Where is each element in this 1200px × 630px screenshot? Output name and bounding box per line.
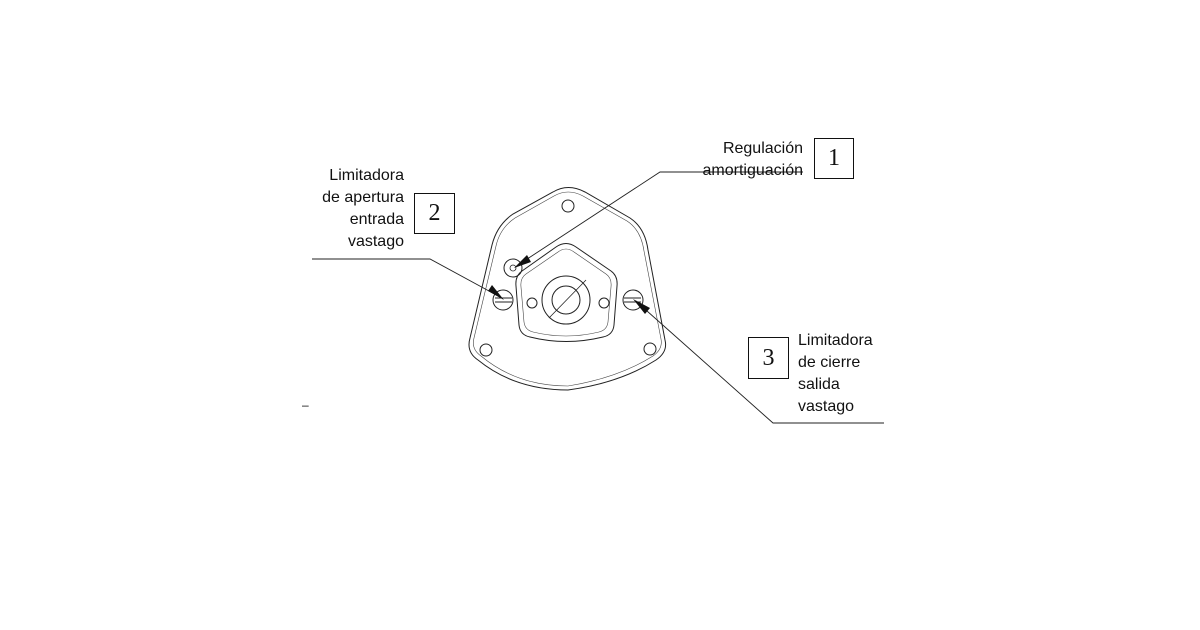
small-bolt-left xyxy=(527,298,537,308)
housing-inner-outline xyxy=(473,192,661,386)
center-rod-inner xyxy=(552,286,580,314)
callout-2-line-3: entrada xyxy=(349,211,404,228)
callout-3-text: Limitadora de cierre salida vastago xyxy=(798,330,908,418)
callout-3-line-2: de cierre xyxy=(798,354,861,371)
housing-outline xyxy=(469,188,666,391)
callout-2-text: Limitadora de apertura entrada vastago xyxy=(276,165,404,253)
callout-3-line-1: Limitadora xyxy=(798,332,873,349)
leader-arrow-2 xyxy=(488,285,504,300)
callout-3-number-box: 3 xyxy=(748,337,789,379)
center-rod-hatch xyxy=(549,280,586,318)
callout-2-line-4: vastago xyxy=(347,233,404,250)
callout-1-line-1: Regulación xyxy=(722,140,803,157)
center-boss-outer xyxy=(516,244,617,342)
damping-adjuster-center xyxy=(510,265,516,271)
center-rod-outer xyxy=(542,276,590,324)
callout-1-text: Regulación amortiguación xyxy=(660,138,804,182)
leader-line-2 xyxy=(312,259,500,297)
leader-line-3 xyxy=(638,303,884,423)
stray-dash: – xyxy=(302,398,309,412)
opening-limiter-screw xyxy=(493,290,513,310)
callout-1-number-box: 1 xyxy=(814,138,854,179)
leader-arrow-3 xyxy=(633,299,650,314)
closing-limiter-screw xyxy=(623,290,643,310)
callout-2-line-2: de apertura xyxy=(322,189,404,206)
leader-line-1 xyxy=(518,172,803,265)
mount-hole-top xyxy=(562,200,574,212)
mount-hole-left xyxy=(480,344,492,356)
callout-2-number-box: 2 xyxy=(414,193,455,234)
small-bolt-right xyxy=(599,298,609,308)
callout-2-line-1: Limitadora xyxy=(329,167,404,184)
center-boss-inner xyxy=(521,249,611,336)
callout-1-line-2: amortiguación xyxy=(702,162,804,179)
mount-hole-right xyxy=(644,343,656,355)
callout-3-line-4: vastago xyxy=(798,398,855,415)
callout-3-line-3: salida xyxy=(798,376,840,393)
leader-arrow-1 xyxy=(514,255,531,268)
damping-adjuster xyxy=(504,259,522,277)
